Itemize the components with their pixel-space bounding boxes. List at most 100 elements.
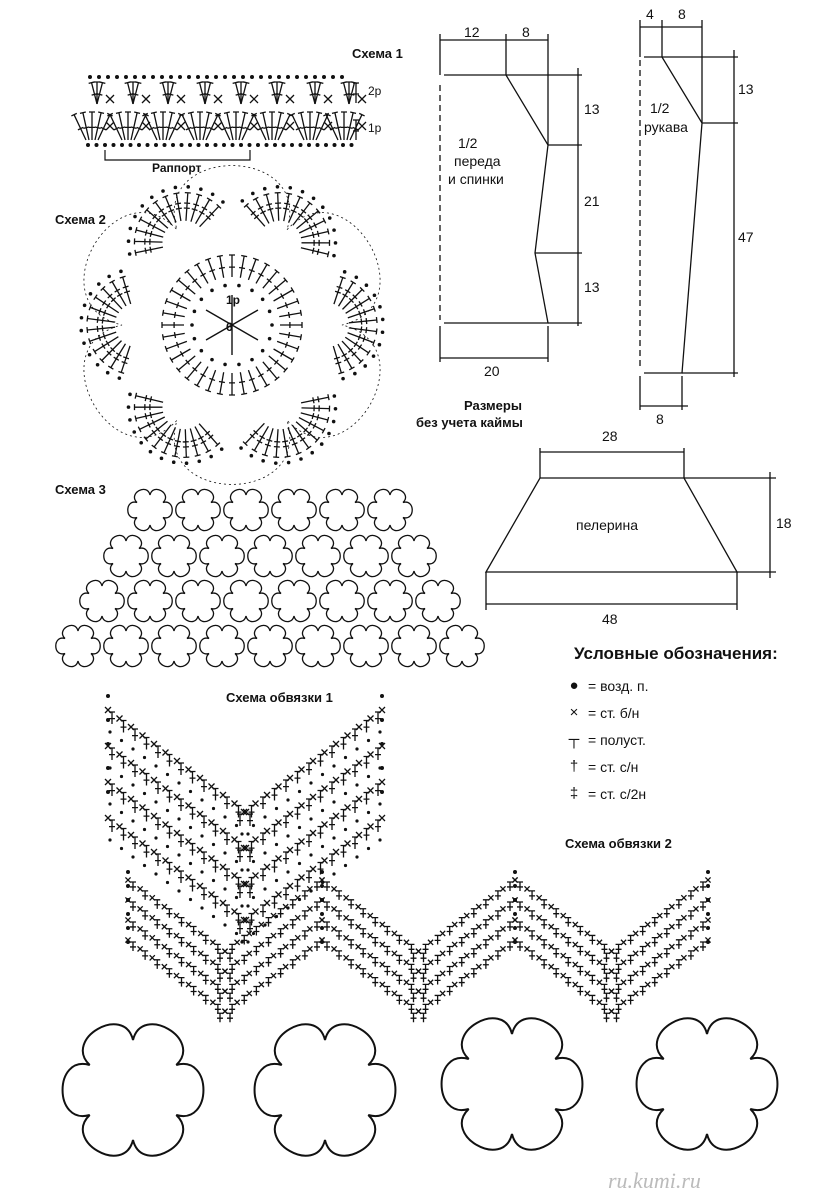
chain-stitch-mark: [200, 870, 204, 874]
crochet-stitch-mark: [446, 985, 453, 996]
cape-dim-right: 18: [776, 515, 792, 531]
crochet-stitch-mark: [314, 901, 320, 911]
crochet-stitch-mark: [184, 361, 202, 382]
crochet-stitch-mark: [296, 208, 321, 230]
chain-stitch-mark: [86, 143, 90, 147]
crochet-stitch-mark: [100, 285, 123, 310]
flower-motif-outline: [79, 579, 125, 623]
sleeve-dim-top-right: 8: [678, 6, 686, 22]
chain-stitch-mark: [142, 755, 147, 760]
chain-stitch-mark: [169, 75, 173, 79]
chain-stitch-mark: [378, 838, 382, 842]
crochet-stitch-mark: [133, 238, 163, 245]
crochet-stitch-mark: [507, 941, 513, 951]
flower-motif-outline: [175, 488, 221, 532]
crochet-stitch-mark: [260, 832, 266, 845]
single-crochet-mark: [197, 950, 204, 957]
chain-stitch-mark: [188, 143, 192, 147]
chain-stitch-mark: [513, 870, 517, 874]
single-crochet-mark: [680, 894, 687, 901]
single-crochet-mark: [343, 954, 350, 961]
crochet-stitch-mark: [277, 968, 284, 978]
chain-stitch-mark: [192, 336, 197, 341]
cape-label: пелерина: [576, 517, 638, 533]
single-crochet-mark: [331, 925, 338, 932]
crochet-stitch-mark: [324, 881, 330, 891]
chain-stitch-mark: [187, 75, 191, 79]
crochet-stitch-mark: [120, 719, 127, 733]
crochet-stitch-mark: [340, 772, 347, 786]
chain-stitch-mark: [107, 274, 111, 279]
single-crochet-mark: [560, 972, 567, 979]
single-crochet-mark: [548, 943, 555, 950]
crochet-stitch-mark: [241, 994, 248, 1005]
crochet-stitch-mark: [529, 910, 536, 920]
chain-stitch-mark: [223, 887, 227, 891]
chain-stitch-mark: [281, 143, 286, 147]
crochet-stitch-mark: [154, 959, 161, 969]
single-crochet-mark: [246, 990, 253, 997]
sleeve-label-1: 1/2: [650, 100, 670, 116]
chain-stitch-mark: [250, 75, 254, 79]
large-flower-outline: [253, 1023, 397, 1157]
chain-stitch-mark: [246, 940, 250, 944]
crochet-stitch-mark: [494, 950, 501, 960]
center-spoke: [231, 324, 259, 341]
chain-stitch-mark: [300, 189, 305, 194]
crochet-stitch-mark: [269, 111, 275, 140]
single-crochet-mark: [415, 988, 422, 995]
flower-motif-outline: [271, 579, 317, 623]
rapport-bracket: [104, 150, 251, 161]
crochet-stitch-mark: [227, 952, 233, 963]
crochet-stitch-mark: [314, 941, 320, 951]
crochet-stitch-mark: [434, 994, 441, 1005]
chain-stitch-mark: [128, 392, 132, 397]
crochet-stitch-mark: [227, 1012, 233, 1023]
sizes-note-line-1: Размеры: [464, 398, 522, 413]
chain-stitch-mark: [106, 790, 110, 794]
crochet-stitch-mark: [235, 876, 242, 890]
single-crochet-mark: [632, 930, 639, 937]
single-crochet-mark: [608, 1008, 615, 1015]
crochet-stitch-mark: [132, 800, 138, 813]
crochet-stitch-mark: [603, 972, 610, 983]
crochet-stitch-mark: [283, 887, 289, 900]
chain-stitch-mark: [200, 798, 204, 802]
crochet-stitch-mark: [434, 974, 441, 985]
crochet-stitch-mark: [422, 943, 429, 954]
crochet-stitch-mark: [268, 81, 278, 105]
crochet-stitch-mark: [700, 921, 706, 931]
single-crochet-mark: [439, 990, 446, 997]
crochet-stitch-mark: [179, 112, 195, 141]
chain-stitch-mark: [286, 798, 290, 802]
chain-stitch-mark: [154, 764, 158, 768]
chain-stitch-mark: [304, 75, 308, 79]
crochet-stitch-mark: [337, 280, 357, 307]
crochet-stitch-mark: [142, 112, 158, 141]
crochet-stitch-mark: [675, 899, 682, 909]
single-crochet-mark: [221, 968, 229, 975]
crochet-stitch-mark: [294, 806, 301, 820]
single-crochet-mark: [379, 941, 386, 948]
crochet-stitch-mark: [94, 111, 105, 141]
crochet-stitch-mark: [306, 834, 312, 847]
single-crochet-mark: [331, 885, 338, 892]
single-crochet-mark: [403, 999, 410, 1006]
crochet-stitch-mark: [201, 779, 207, 792]
crochet-stitch-mark: [300, 228, 330, 239]
crochet-stitch-mark: [137, 416, 166, 433]
single-crochet-mark: [427, 999, 434, 1006]
chain-stitch-mark: [106, 694, 110, 698]
single-crochet-mark: [415, 968, 422, 975]
chain-stitch-mark: [333, 406, 338, 411]
crochet-stitch-mark: [175, 355, 196, 373]
crochet-stitch-mark: [86, 315, 116, 324]
single-crochet-mark: [487, 934, 494, 941]
single-crochet-mark: [357, 94, 367, 104]
crochet-stitch-mark: [613, 972, 620, 983]
crochet-stitch-mark: [541, 939, 548, 949]
crochet-stitch-mark: [134, 411, 164, 422]
single-crochet-mark: [124, 876, 132, 884]
crochet-stitch-mark: [700, 881, 706, 891]
chain-stitch-mark: [380, 694, 384, 698]
